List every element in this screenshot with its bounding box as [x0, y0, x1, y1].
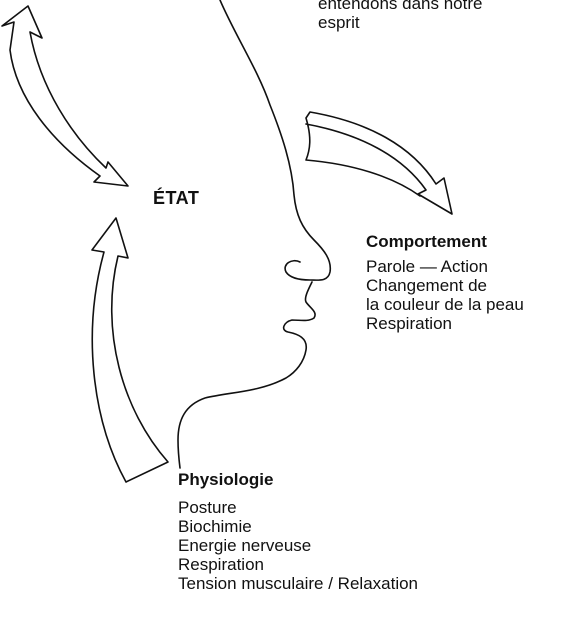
physiologie-item: Posture: [178, 498, 418, 517]
etat-label: ÉTAT: [153, 188, 199, 209]
physiologie-item: Tension musculaire / Relaxation: [178, 574, 418, 593]
comportement-item: Changement de: [366, 276, 524, 295]
comportement-title: Comportement: [366, 232, 524, 252]
top-text-line: entendons dans notre: [318, 0, 482, 13]
physiologie-item: Respiration: [178, 555, 418, 574]
arrow-top-left: [2, 6, 128, 186]
physiologie-item: Energie nerveuse: [178, 536, 418, 555]
arrow-bottom-left: [92, 218, 168, 482]
comportement-block: Comportement Parole — Action Changement …: [366, 232, 524, 333]
physiologie-title: Physiologie: [178, 470, 418, 490]
comportement-item: Respiration: [366, 314, 524, 333]
physiologie-item: Biochimie: [178, 517, 418, 536]
comportement-item: la couleur de la peau: [366, 295, 524, 314]
top-text-block: entendons dans notre esprit: [318, 0, 482, 32]
head-profile: [178, 0, 330, 468]
physiologie-block: Physiologie Posture Biochimie Energie ne…: [178, 470, 418, 593]
top-text-line: esprit: [318, 13, 482, 32]
arrow-top-right: [306, 112, 452, 214]
comportement-item: Parole — Action: [366, 257, 524, 276]
